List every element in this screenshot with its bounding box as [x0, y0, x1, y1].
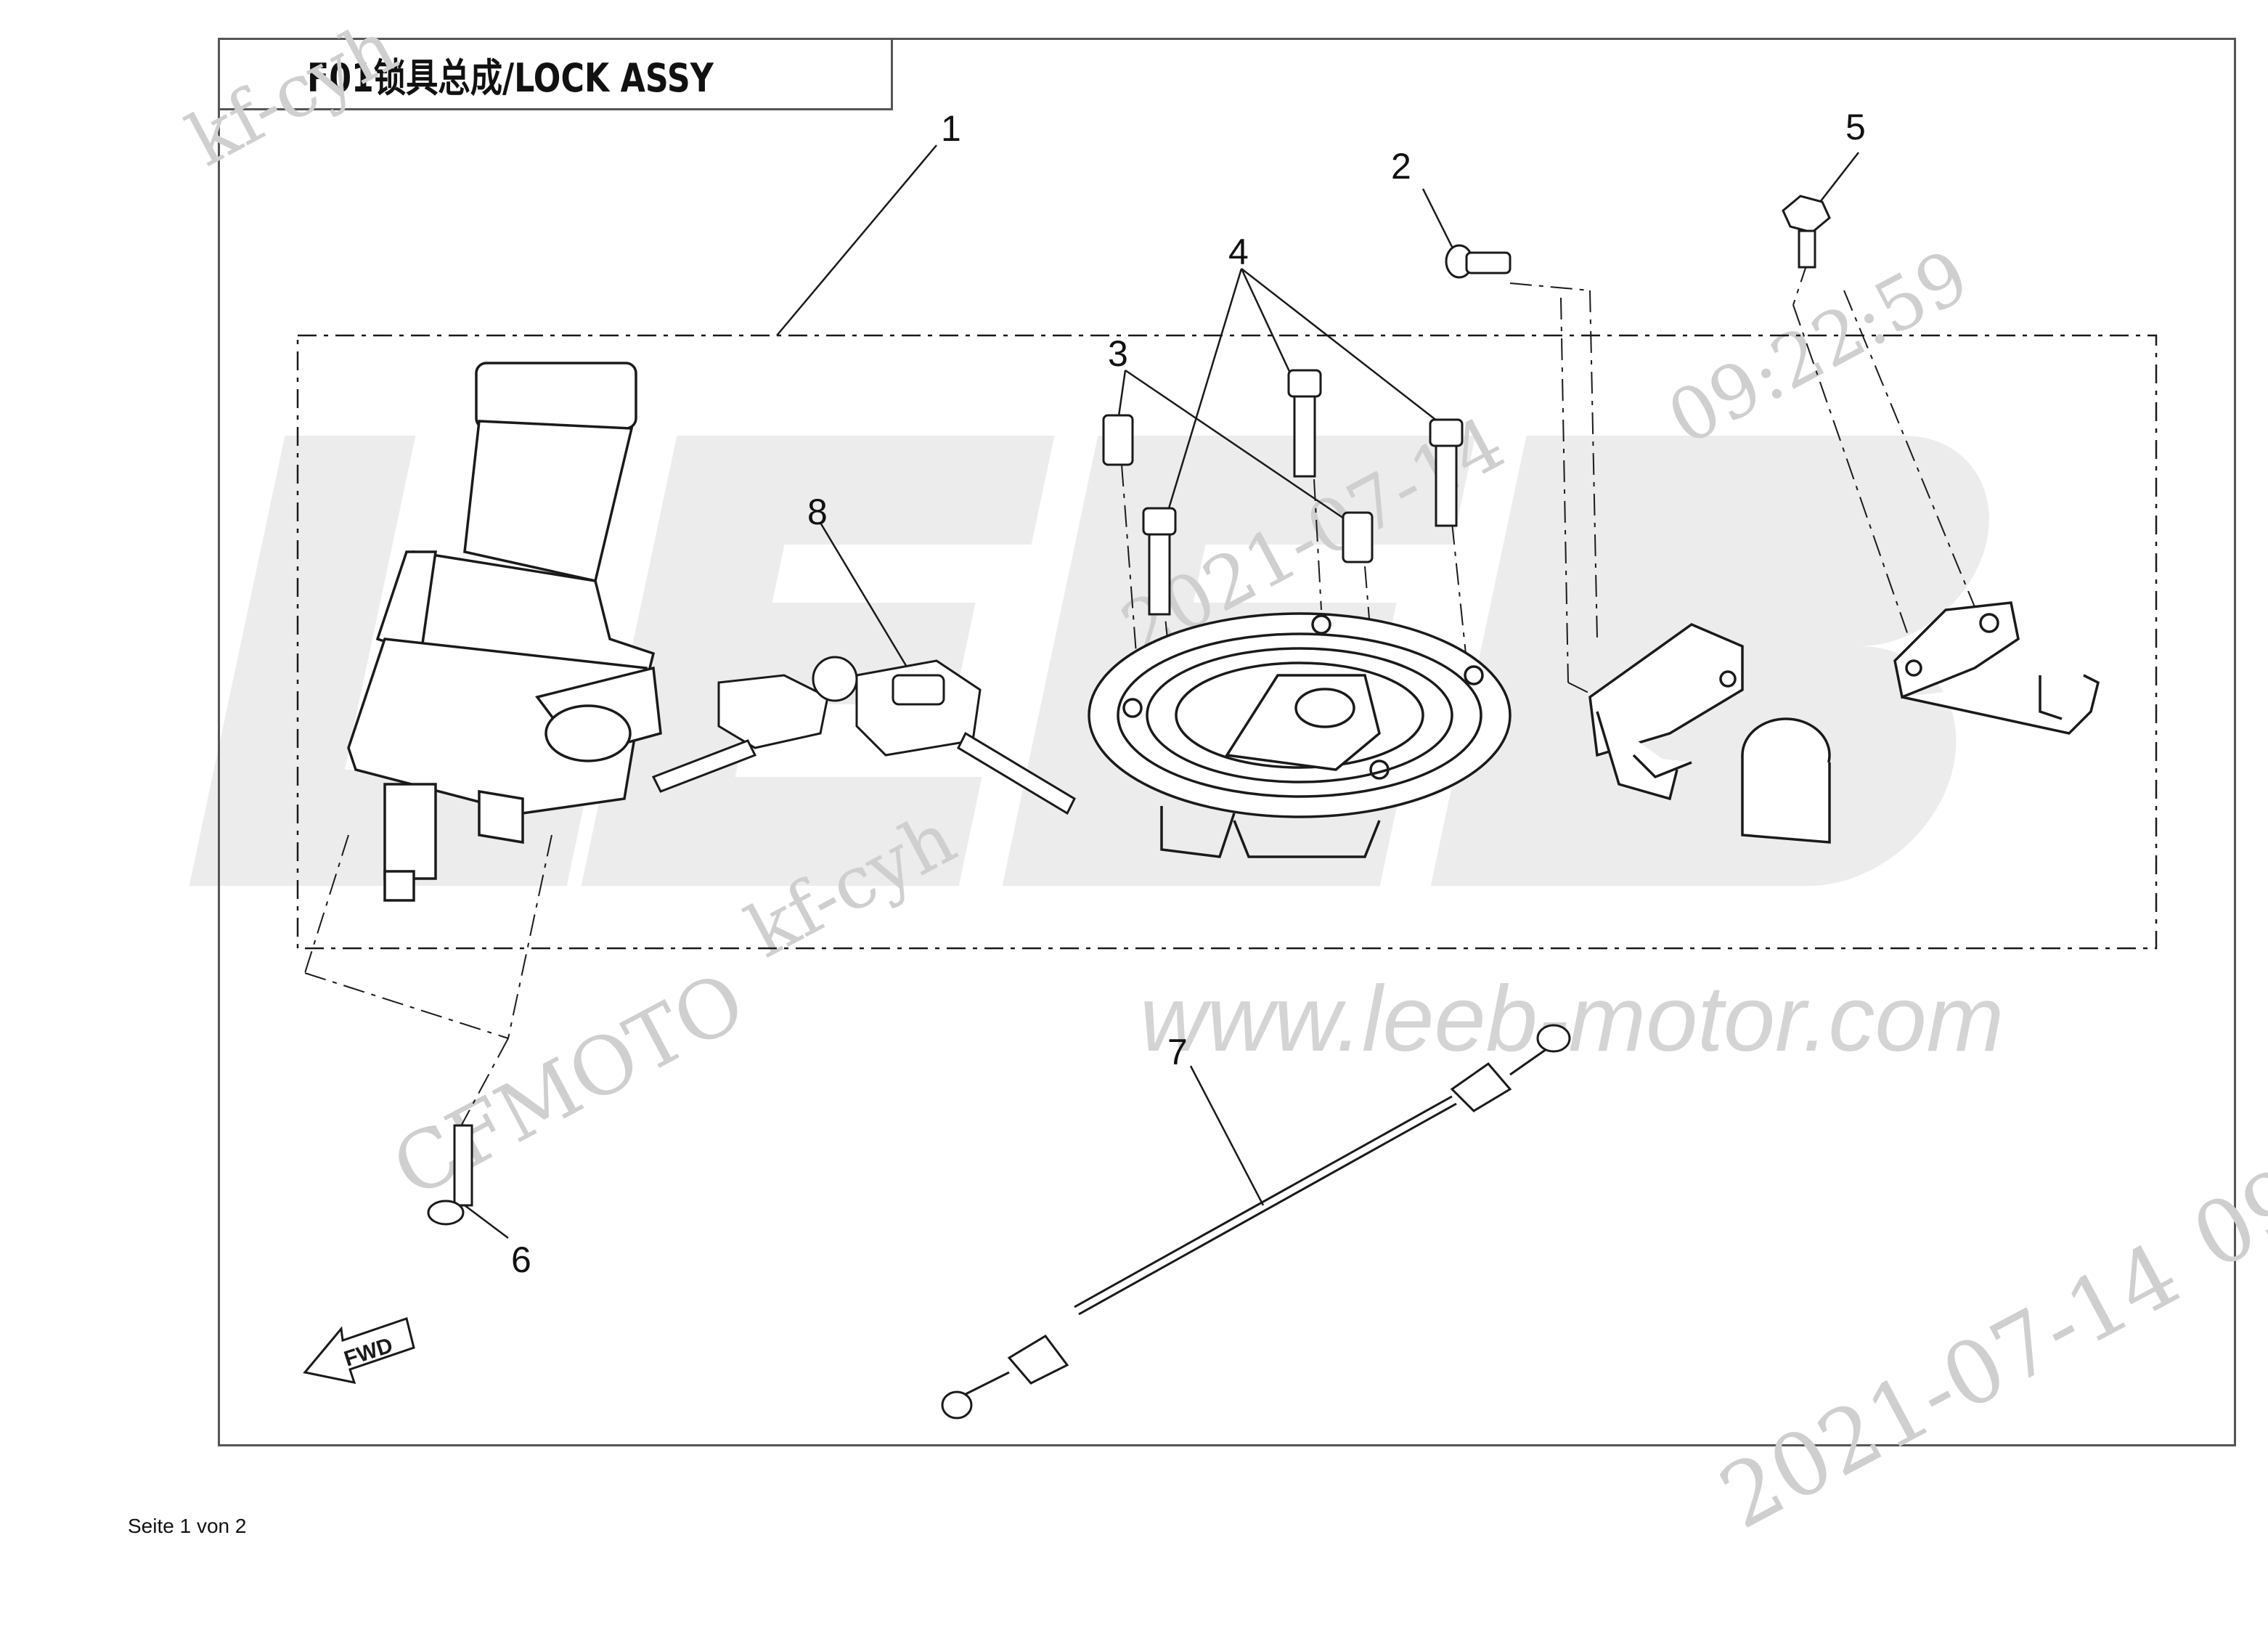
callout-7: 7 — [1167, 1032, 1188, 1072]
fwd-arrow: FWD — [303, 1317, 415, 1384]
key-pair — [651, 656, 1076, 815]
page-footer: Seite 1 von 2 — [128, 1515, 247, 1537]
callout-5: 5 — [1845, 107, 1866, 147]
callout-1: 1 — [941, 108, 961, 149]
seat-release-cable — [941, 1024, 1571, 1420]
diagram-frame — [218, 38, 2236, 1446]
ignition-switch — [347, 362, 662, 902]
callout-2: 2 — [1391, 146, 1411, 187]
callout-4: 4 — [1228, 232, 1249, 272]
fuel-tank-cap — [1088, 612, 1512, 858]
title-box: F01锁具总成/LOCK ASSY — [218, 38, 893, 110]
diagram-title: F01锁具总成/LOCK ASSY — [307, 54, 714, 101]
flange-bolt — [1782, 195, 1831, 269]
assembly-boundary — [296, 334, 2158, 950]
callout-6: 6 — [511, 1239, 531, 1280]
latch-bracket — [1893, 601, 2100, 735]
seat-lock-bracket — [1588, 623, 1831, 844]
mounting-screw — [427, 1124, 473, 1226]
bolts — [1102, 369, 1464, 616]
small-bolt — [1445, 244, 1512, 279]
callout-8: 8 — [807, 492, 828, 532]
callout-3: 3 — [1108, 333, 1128, 374]
